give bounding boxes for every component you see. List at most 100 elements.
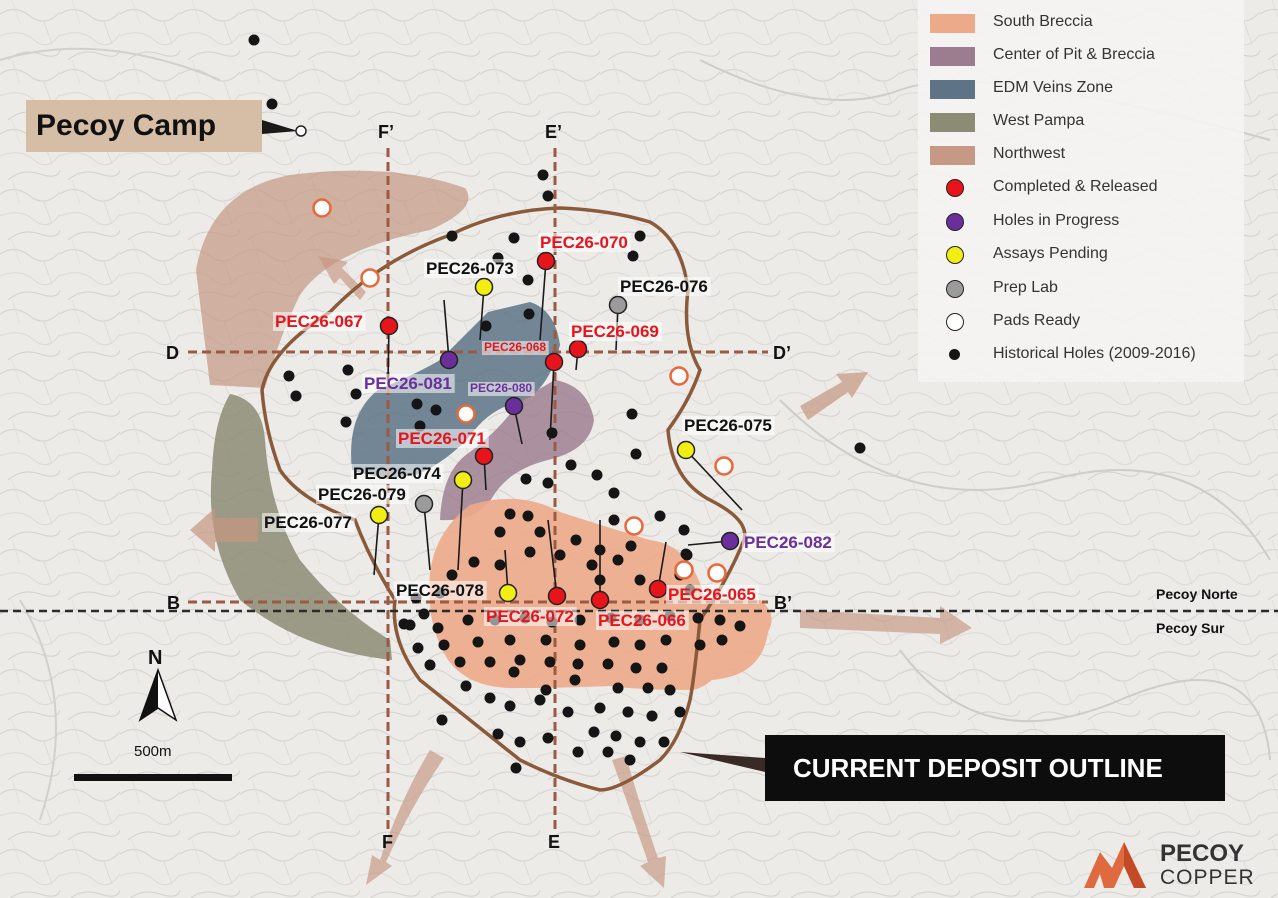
historical-hole [424,659,436,671]
historical-hole [634,230,646,242]
pecoy-norte-label: Pecoy Norte [1156,586,1238,602]
historical-hole [591,469,603,481]
drill-trace [539,260,547,341]
historical-hole [454,656,466,668]
drill-hole-label-bg [482,341,549,355]
historical-hole [418,608,430,620]
drill-hole-marker [414,494,434,514]
historical-hole [626,408,638,420]
drill-hole-marker [590,590,610,610]
drill-hole-label: PEC26-079 [318,485,406,504]
historical-hole [514,736,526,748]
historical-hole [432,622,444,634]
drill-hole-label-bg [273,312,366,331]
drill-hole-label: PEC26-073 [426,259,514,278]
historical-hole [492,728,504,740]
legend-dot-icon [946,246,964,264]
drill-hole-marker [568,339,588,359]
deposit-outline-callout: CURRENT DEPOSIT OUTLINE [765,735,1225,801]
historical-hole [608,636,620,648]
section-label-f-top: F’ [378,122,394,142]
drill-hole-label-bg [682,416,775,435]
camp-label: Pecoy Camp [36,109,217,142]
historical-hole [544,656,556,668]
historical-hole [430,404,442,416]
historical-hole [342,364,354,376]
historical-hole [494,526,506,538]
drill-hole-marker [536,251,556,271]
section-label-d-left: D [166,343,179,363]
historical-hole [602,658,614,670]
drill-hole-label-bg [538,233,631,252]
historical-hole [248,34,260,46]
historical-hole [534,526,546,538]
drill-hole-marker [474,446,494,466]
historical-hole [694,639,706,651]
historical-hole [658,736,670,748]
historical-hole [494,559,506,571]
drill-hole-label-bg [262,513,355,532]
historical-hole [537,169,549,181]
legend-item: Center of Pit & Breccia [918,41,1244,71]
camp-marker [295,125,307,137]
historical-hole [714,614,726,626]
drill-hole-label-bg [351,464,444,483]
drill-hole-marker [648,579,668,599]
scale-distance-label: 500m [134,743,172,760]
drill-hole-marker [547,586,567,606]
legend-item: Northwest [918,140,1244,170]
section-label-b-left: B [167,593,180,613]
legend-swatch [930,47,975,66]
historical-hole [570,534,582,546]
drill-hole-label: PEC26-071 [398,429,486,448]
drill-trace [457,479,464,571]
scale-bar [74,774,232,781]
historical-hole [630,448,642,460]
logo-subtitle: COPPER [1160,866,1255,889]
drill-hole-marker [608,295,628,315]
historical-hole [398,618,410,630]
legend-swatch [930,80,975,99]
historical-hole [625,540,637,552]
legend-dot-icon [946,313,964,331]
drill-hole-label-bg [596,611,689,630]
drill-hole-label: PEC26-074 [353,464,441,483]
legend-dot-icon [946,179,964,197]
legend-label: South Breccia [993,13,1093,30]
drill-hole-marker [544,352,564,372]
pad-ready-marker [624,516,644,536]
drill-hole-label-bg [742,533,835,552]
legend-item: Holes in Progress [918,207,1244,237]
deposit-outline [260,206,747,792]
historical-hole [546,427,558,439]
legend-item: West Pampa [918,107,1244,137]
legend-item: Pads Ready [918,307,1244,337]
historical-hole [484,692,496,704]
legend-label: Prep Lab [993,279,1058,296]
drill-hole-marker [453,470,473,490]
drill-hole-marker [369,505,389,525]
legend-item: EDM Veins Zone [918,74,1244,104]
logo-mark-icon [1084,842,1146,888]
historical-hole [504,700,516,712]
pads-layer [312,198,734,583]
historical-hole [460,680,472,692]
historical-hole [716,634,728,646]
historical-hole [660,634,672,646]
drill-hole-label: PEC26-078 [396,581,484,600]
historical-hole [468,556,480,568]
drill-hole-label: PEC26-070 [540,233,628,252]
legend-dot-icon [946,280,964,298]
drill-hole-label: PEC26-069 [571,322,659,341]
legend-label: Center of Pit & Breccia [993,46,1155,63]
historical-hole [674,706,686,718]
legend-label: EDM Veins Zone [993,79,1114,96]
historical-hole [634,639,646,651]
drill-hole-label-bg [316,485,409,504]
legend-label: Northwest [993,145,1066,162]
drill-hole-label-bg [396,429,489,448]
drill-hole-marker [504,396,524,416]
historical-hole [692,612,704,624]
drill-hole-label-bg [394,581,487,600]
historical-hole [574,614,586,626]
